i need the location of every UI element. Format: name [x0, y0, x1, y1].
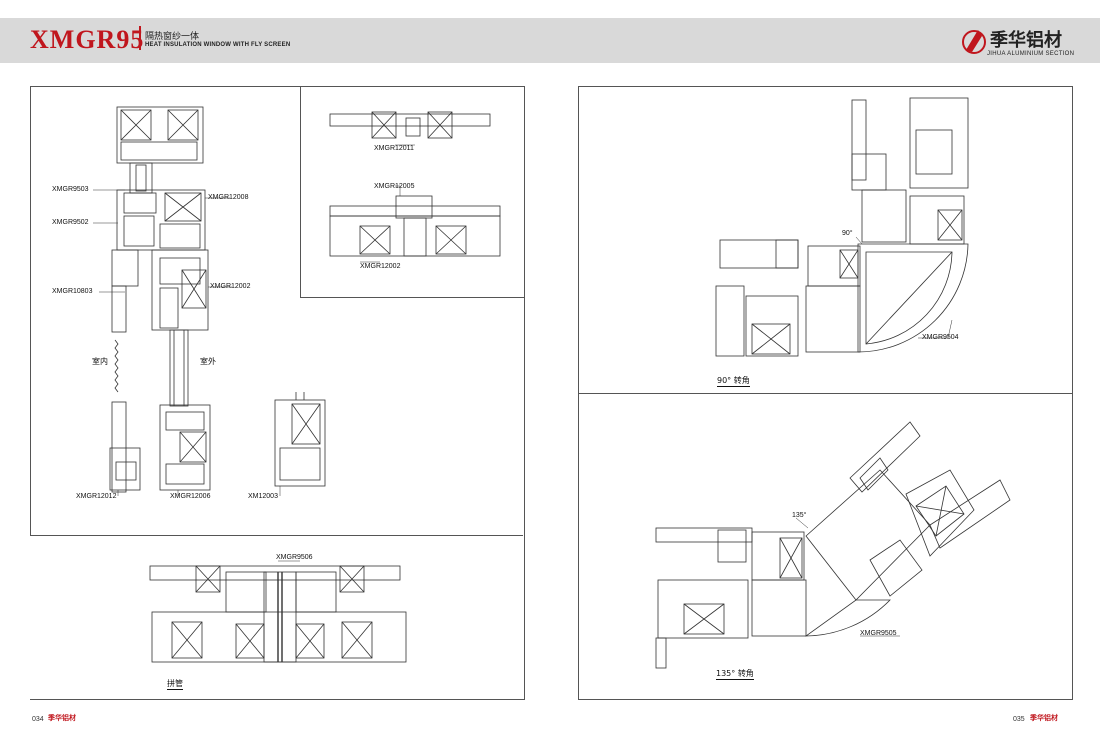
label-xmgr10803: XMGR10803: [52, 288, 93, 295]
label-xmgr12012: XMGR12012: [76, 493, 117, 500]
label-xmgr12002-detail: XMGR12002: [360, 263, 401, 270]
header-band: [0, 18, 1100, 63]
label-xmgr9504: XMGR9504: [922, 334, 959, 341]
label-xmgr12011: XMGR12011: [374, 145, 414, 152]
label-xmgr9505: XMGR9505: [860, 630, 897, 637]
label-angle-90: 90°: [842, 230, 853, 237]
label-xmgr12002: XMGR12002: [210, 283, 251, 290]
corner-135-drawing: [655, 421, 1011, 669]
xmgr12005-drawing: [329, 195, 501, 257]
label-xmgr9506: XMGR9506: [276, 554, 313, 561]
corner-90-drawing: [715, 97, 969, 357]
label-xmgr9503: XMGR9503: [52, 186, 89, 193]
label-xmgr12006: XMGR12006: [170, 493, 211, 500]
label-outdoor: 室外: [200, 357, 216, 366]
mullion-joint-drawing: [149, 565, 407, 663]
caption-mullion: 拼管: [167, 679, 183, 690]
page-number-right: 035: [1013, 716, 1025, 723]
label-xmgr9502: XMGR9502: [52, 219, 89, 226]
label-angle-135: 135°: [792, 512, 807, 519]
right-page-divider: [578, 393, 1072, 394]
subtitle-cn: 隔热窗纱一体: [145, 32, 200, 42]
sill-profiles-drawing: [109, 392, 326, 493]
frame-profile-drawing: [111, 189, 209, 407]
label-xm12003: XM12003: [248, 493, 278, 500]
mullion-section-divider: [30, 535, 523, 699]
title-separator: [139, 26, 141, 50]
caption-corner-90: 90° 转角: [717, 376, 750, 387]
model-title: XMGR95: [30, 25, 145, 54]
brand-name-cn: 季华铝材: [990, 30, 1062, 51]
label-indoor: 室内: [92, 357, 108, 366]
label-xmgr12005: XMGR12005: [374, 183, 415, 190]
label-xmgr12008: XMGR12008: [208, 194, 249, 201]
label-leader-lines: [93, 144, 953, 637]
subtitle-en: HEAT INSULATION WINDOW WITH FLY SCREEN: [145, 42, 291, 48]
brand-name-en: JIHUA ALUMINIUM SECTION: [987, 51, 1075, 57]
head-profile-drawing: [116, 106, 204, 194]
xmgr12011-drawing: [329, 111, 491, 139]
page-number-left: 034: [32, 716, 44, 723]
caption-corner-135: 135° 转角: [716, 669, 754, 680]
footer-brand-right: 季华铝材: [1030, 714, 1058, 722]
footer-brand-left: 季华铝材: [48, 714, 76, 722]
top-right-detail-box: [300, 86, 525, 298]
